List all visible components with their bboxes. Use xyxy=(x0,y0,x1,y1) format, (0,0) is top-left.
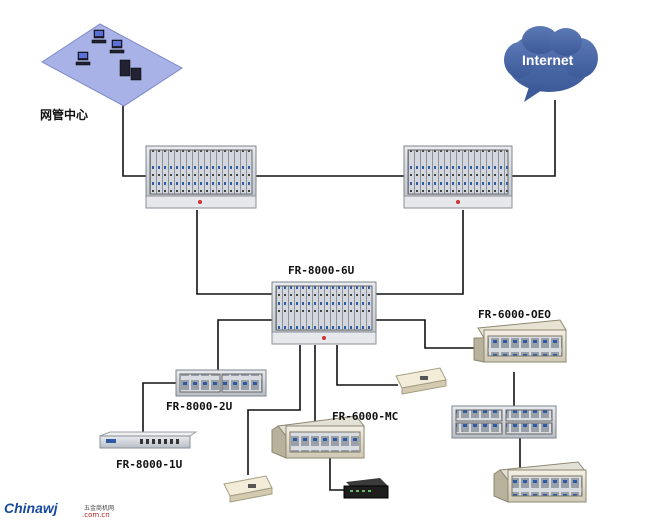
internet-label: Internet xyxy=(522,52,574,68)
media-converter-bottom xyxy=(223,475,273,503)
watermark-logo: Chinawj xyxy=(4,500,58,516)
media-converter-small xyxy=(395,367,447,395)
mc-label: FR-6000-MC xyxy=(332,410,399,423)
link-internet-to-switch-right xyxy=(512,100,556,177)
stacked-chassis-right xyxy=(451,405,557,439)
link-core-to-converter xyxy=(336,345,398,386)
link-2u-to-1u xyxy=(142,382,178,437)
oeo-chassis xyxy=(473,319,567,363)
chassis-bottom-right xyxy=(493,461,587,503)
chassis-fr-8000-1u xyxy=(99,431,198,449)
core-label: FR-8000-6U xyxy=(288,264,355,277)
watermark-domain: .com.cn xyxy=(82,511,110,519)
link-core-to-oeo xyxy=(374,319,474,349)
link-core-to-bottom-converter xyxy=(247,345,301,475)
core-chassis-fr-8000-6u xyxy=(271,281,377,345)
switch-chassis-left xyxy=(145,145,257,209)
mc-chassis xyxy=(271,415,365,459)
connection-lines xyxy=(122,100,556,491)
fr-8000-1u-label: FR-8000-1U xyxy=(116,458,183,471)
link-left-switch-to-core xyxy=(196,210,274,295)
nms-center-icon xyxy=(41,23,183,107)
desktop-switch-black xyxy=(343,478,389,499)
switch-chassis-right xyxy=(403,145,513,209)
link-core-to-2u xyxy=(217,319,274,370)
link-right-switch-to-core xyxy=(374,210,464,295)
internet-cloud xyxy=(504,26,598,102)
link-nms-to-switch-left xyxy=(122,105,148,177)
link-mc-to-switch xyxy=(329,455,344,491)
oeo-label: FR-6000-OEO xyxy=(478,308,551,321)
watermark-cn: 五金商机网 xyxy=(84,505,115,512)
fr-8000-2u-label: FR-8000-2U xyxy=(166,400,233,413)
chassis-fr-8000-2u xyxy=(175,369,267,397)
nms-center-label: 网管中心 xyxy=(40,108,89,122)
